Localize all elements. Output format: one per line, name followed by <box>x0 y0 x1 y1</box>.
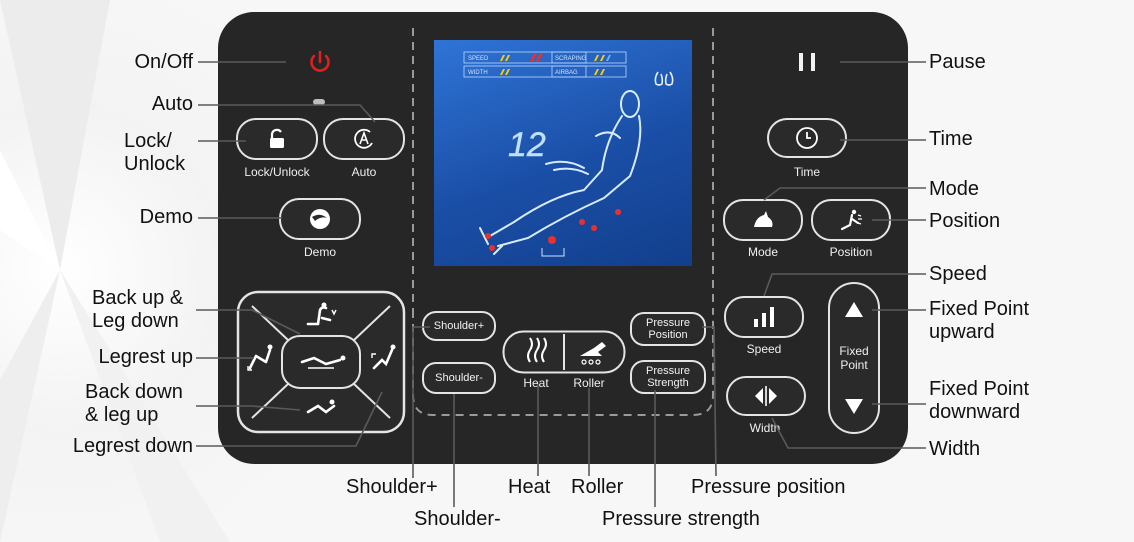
legrest-down-icon <box>306 399 336 414</box>
callout-width: Width <box>929 438 981 460</box>
lcd-chair-figure <box>479 90 642 255</box>
back-down-leg-up-button[interactable] <box>364 340 404 376</box>
callout-back-down-leg-up: Back down& leg up <box>85 381 183 426</box>
fixed-point-up-button[interactable] <box>842 298 866 322</box>
demo-label: Demo <box>303 245 337 259</box>
callout-lock-unlock: Lock/Unlock <box>124 130 186 175</box>
width-label: Width <box>749 421 781 435</box>
callout-pressure-position: Pressure position <box>691 476 846 498</box>
callout-legrest-down: Legrest down <box>72 435 193 457</box>
heat-label: Heat <box>523 376 549 390</box>
position-label: Position <box>829 245 873 259</box>
callout-pause: Pause <box>929 51 986 73</box>
time-button[interactable] <box>767 118 847 158</box>
lcd-speed-label: SPEED <box>468 56 489 62</box>
shoulder-plus-button[interactable]: Shoulder+ <box>422 311 496 341</box>
pressure-strength-button[interactable]: Pressure Strength <box>630 360 706 394</box>
speed-label: Speed <box>746 342 782 356</box>
callout-mode: Mode <box>929 178 980 200</box>
lock-unlock-button[interactable] <box>236 118 318 160</box>
callout-on-off: On/Off <box>134 51 193 73</box>
arrow-down-icon <box>845 399 863 414</box>
callout-speed: Speed <box>929 263 987 285</box>
lcd-screen: SPEED SCRAPING WIDTH AIRBAG 12 <box>434 40 692 266</box>
callout-auto: Auto <box>151 93 193 115</box>
status-led <box>313 99 325 105</box>
auto-button[interactable] <box>323 118 405 160</box>
lcd-timer: 12 <box>508 126 546 164</box>
heat-icon <box>527 337 547 363</box>
roller-button[interactable] <box>572 334 612 368</box>
width-button[interactable] <box>726 376 806 416</box>
pause-button[interactable] <box>793 50 823 74</box>
callout-shoulder-minus: Shoulder- <box>414 508 501 530</box>
flat-recline-button[interactable] <box>294 346 350 376</box>
auto-label: Auto <box>351 165 377 179</box>
back-up-icon <box>306 302 337 326</box>
roller-icon <box>580 342 606 365</box>
callout-shoulder-plus: Shoulder+ <box>346 476 438 498</box>
demo-icon <box>310 209 330 229</box>
legrest-up-button[interactable] <box>240 340 280 376</box>
back-down-icon <box>371 344 396 370</box>
legrest-down-button[interactable] <box>300 394 340 424</box>
callout-pressure-strength: Pressure strength <box>602 508 760 530</box>
lcd-graphics: SPEED SCRAPING WIDTH AIRBAG 12 <box>463 51 674 257</box>
lock-unlock-label: Lock/Unlock <box>244 165 310 179</box>
width-icon <box>755 386 777 406</box>
lock-icon <box>270 128 284 148</box>
clock-icon <box>796 127 818 149</box>
callout-back-up-leg-down: Back up &Leg down <box>92 287 184 332</box>
shoulder-minus-button[interactable]: Shoulder- <box>422 362 496 394</box>
mode-icon <box>754 211 773 227</box>
fixed-point-down-button[interactable] <box>842 394 866 418</box>
callout-legrest-up: Legrest up <box>98 346 193 368</box>
auto-icon <box>354 128 373 149</box>
callout-time: Time <box>929 128 973 150</box>
legrest-up-icon <box>247 344 273 371</box>
roller-label: Roller <box>573 376 605 390</box>
lcd-scraping-label: SCRAPING <box>555 56 587 62</box>
speed-bars-icon <box>754 307 774 327</box>
lcd-airbag-label: AIRBAG <box>555 70 578 76</box>
callout-demo: Demo <box>139 206 193 228</box>
callout-roller: Roller <box>571 476 624 498</box>
callout-heat: Heat <box>508 476 551 498</box>
back-up-leg-down-button[interactable] <box>300 298 340 334</box>
fixed-point-label: Fixed Point <box>839 344 869 372</box>
heat-button[interactable] <box>520 334 554 368</box>
power-button[interactable] <box>306 48 334 76</box>
pause-icon <box>799 53 815 71</box>
mode-label: Mode <box>747 245 779 259</box>
heat-roller-button-group[interactable] <box>502 330 626 374</box>
speed-button[interactable] <box>724 296 804 338</box>
demo-button[interactable] <box>279 198 361 240</box>
pressure-position-button[interactable]: Pressure Position <box>630 312 706 346</box>
mode-button[interactable] <box>723 199 803 241</box>
position-icon <box>840 209 862 231</box>
lcd-width-label: WIDTH <box>468 70 488 76</box>
callout-position: Position <box>929 210 1001 232</box>
arrow-up-icon <box>845 302 863 317</box>
power-icon <box>310 50 330 72</box>
flat-recline-icon <box>300 355 346 369</box>
time-label: Time <box>793 165 821 179</box>
